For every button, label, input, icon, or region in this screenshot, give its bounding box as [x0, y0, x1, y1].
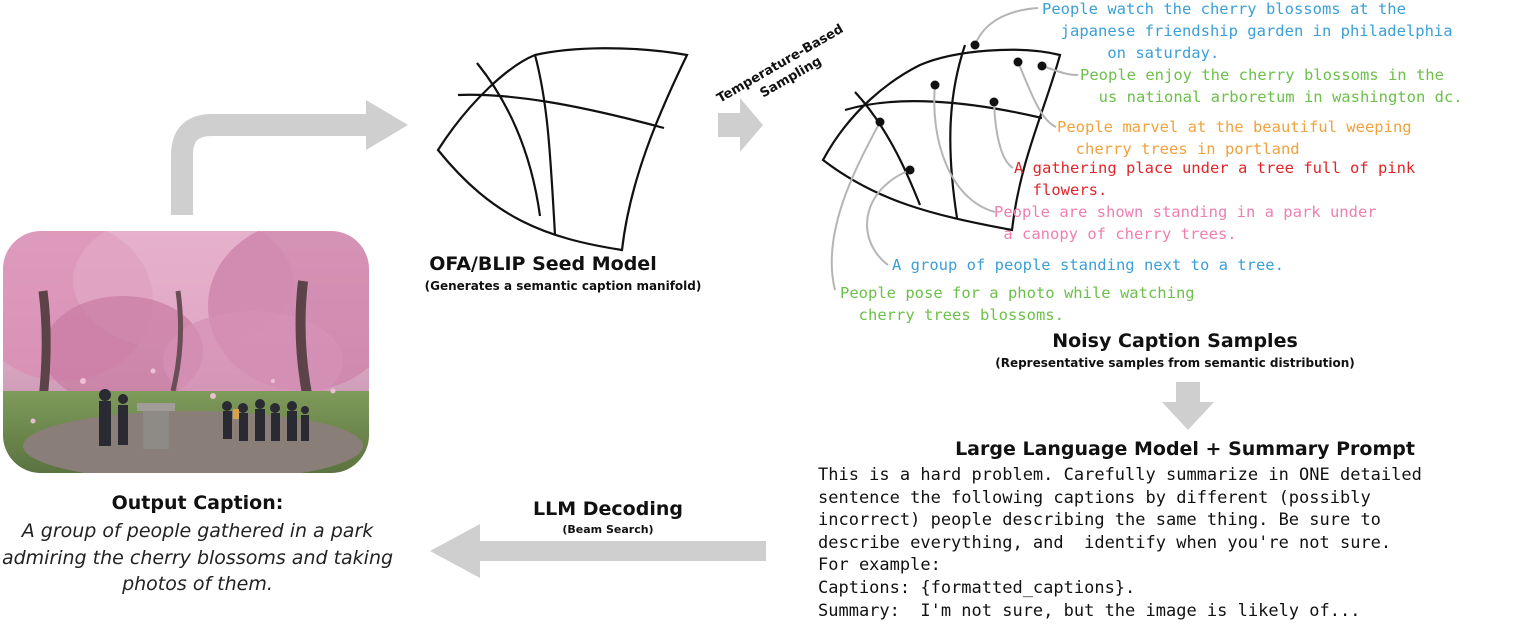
prompt-line: sentence the following captions by diffe… — [818, 487, 1371, 508]
caption-line: flowers. — [1014, 181, 1108, 199]
caption-sample: A group of people standing next to a tre… — [892, 254, 1284, 276]
sample-point — [970, 40, 980, 50]
sample-points — [875, 40, 1047, 175]
sampling-label-line1: Temperature-Based — [715, 22, 847, 107]
seed-model-title: OFA/BLIP Seed Model — [429, 253, 657, 275]
sample-point — [905, 165, 915, 175]
decoding-title: LLM Decoding — [533, 498, 683, 520]
caption-line: A gathering place under a tree full of p… — [1014, 159, 1416, 177]
sample-point — [989, 97, 999, 107]
noisy-samples-title: Noisy Caption Samples — [1052, 330, 1298, 352]
sample-point — [930, 80, 940, 90]
prompt-line: Summary: I'm not sure, but the image is … — [818, 600, 1361, 621]
decoding-subtitle: (Beam Search) — [562, 523, 654, 536]
caption-line: us national arboretum in washington dc. — [1080, 88, 1463, 106]
seed-model-manifold — [436, 47, 689, 252]
caption-line: a canopy of cherry trees. — [994, 225, 1237, 243]
caption-line: People are shown standing in a park unde… — [994, 203, 1377, 221]
noisy-samples-subtitle: (Representative samples from semantic di… — [995, 356, 1355, 370]
sampling-arrow — [718, 98, 763, 152]
caption-sample: People marvel at the beautiful weeping c… — [1057, 116, 1412, 160]
prompt-line: Captions: {formatted_captions}. — [818, 577, 1136, 598]
prompt-line: describe everything, and identify when y… — [818, 532, 1392, 553]
sample-point — [1013, 57, 1023, 67]
caption-line: cherry trees in portland — [1057, 140, 1300, 158]
caption-line: People pose for a photo while watching — [840, 284, 1195, 302]
caption-sample: People are shown standing in a park unde… — [994, 201, 1377, 245]
caption-line: japanese friendship garden in philadelph… — [1042, 22, 1453, 40]
output-caption-text: A group of people gathered in a park adm… — [1, 520, 394, 595]
sampling-label: Temperature-Based Sampling — [715, 22, 847, 107]
caption-line: on saturday. — [1042, 44, 1220, 62]
prompt-line: incorrect) people describing the same th… — [818, 510, 1381, 531]
caption-line: cherry trees blossoms. — [840, 306, 1064, 324]
sample-point — [875, 117, 885, 127]
sample-manifold — [821, 44, 1062, 232]
prompt-line: This is a hard problem. Carefully summar… — [818, 465, 1422, 485]
decoding-arrow-shaft — [478, 541, 766, 561]
output-title: Output Caption: — [111, 492, 284, 514]
caption-line: A group of people standing next to a tre… — [892, 256, 1284, 274]
seed-model-subtitle: (Generates a semantic caption manifold) — [424, 279, 702, 293]
samples-to-llm-arrow — [1162, 382, 1214, 430]
caption-line: People watch the cherry blossoms at the — [1042, 0, 1406, 18]
photo-to-model-arrowhead — [366, 100, 408, 150]
summary-prompt: This is a hard problem. Carefully summar… — [818, 464, 1422, 622]
caption-leader-lines — [830, 7, 1079, 291]
caption-sample: People enjoy the cherry blossoms in the … — [1080, 64, 1463, 108]
caption-sample: People watch the cherry blossoms at the … — [1042, 0, 1453, 64]
cherry-blossom-photo — [3, 231, 369, 473]
decoding-arrowhead — [430, 524, 480, 578]
photo-to-model-arrow — [171, 114, 368, 215]
sample-point — [1037, 61, 1047, 71]
photo-illustration — [3, 231, 369, 473]
prompt-line: For example: — [818, 555, 941, 576]
caption-sample: A gathering place under a tree full of p… — [1014, 157, 1415, 201]
caption-sample: People pose for a photo while watching c… — [840, 282, 1195, 326]
llm-title: Large Language Model + Summary Prompt — [955, 438, 1415, 460]
caption-line: People marvel at the beautiful weeping — [1057, 118, 1412, 136]
caption-line: People enjoy the cherry blossoms in the — [1080, 66, 1444, 84]
